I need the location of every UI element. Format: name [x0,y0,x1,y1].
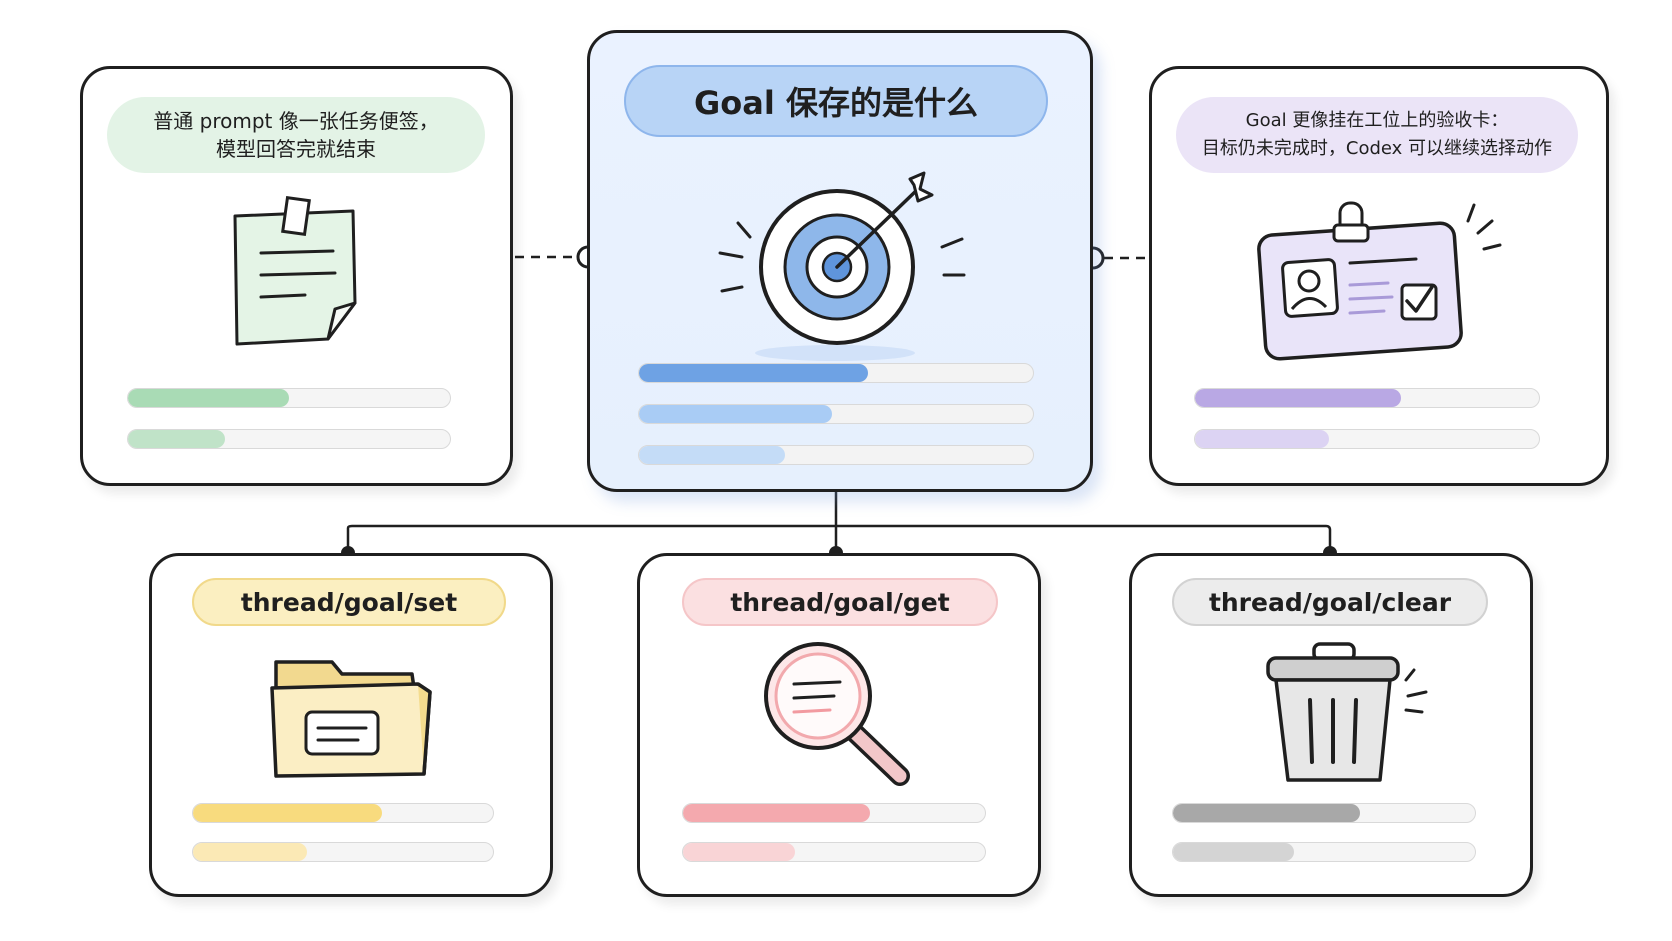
acceptance-progress-2-fill [1195,430,1330,448]
prompt-card-label-line2: 模型回答完就结束 [216,137,376,161]
goal-get-progress-2 [682,842,986,862]
goal-set-progress-1 [192,803,494,823]
acceptance-card-label-line1: Goal 更像挂在工位上的验收卡： [1245,110,1509,131]
prompt-card-label: 普通 prompt 像一张任务便签， 模型回答完就结束 [107,97,485,173]
goal-set-label: thread/goal/set [192,578,506,626]
goal-get-card: thread/goal/get [637,553,1041,897]
acceptance-card-label-line2: 目标仍未完成时，Codex 可以继续选择动作 [1201,138,1553,159]
goal-set-progress-1-fill [193,804,382,822]
id-badge-icon [1252,187,1512,367]
prompt-card: 普通 prompt 像一张任务便签， 模型回答完就结束 [80,66,513,486]
goal-card-title: Goal 保存的是什么 [624,65,1048,137]
goal-progress-3 [638,445,1034,465]
prompt-progress-1 [127,388,451,408]
goal-progress-3-fill [639,446,785,464]
goal-clear-label-text: thread/goal/clear [1208,587,1452,617]
target-icon [710,157,970,377]
goal-progress-1 [638,363,1034,383]
acceptance-progress-1 [1194,388,1540,408]
goal-set-progress-2 [192,842,494,862]
prompt-progress-2-fill [128,430,225,448]
goal-progress-1-fill [639,364,868,382]
goal-card: Goal 保存的是什么 [587,30,1093,492]
prompt-progress-1-fill [128,389,289,407]
magnifier-icon [758,636,918,786]
goal-clear-progress-2-fill [1173,843,1294,861]
prompt-card-label-line1: 普通 prompt 像一张任务便签， [153,109,439,133]
goal-progress-2-fill [639,405,833,423]
sticky-note-icon [223,191,373,351]
goal-clear-label: thread/goal/clear [1172,578,1488,626]
goal-get-progress-1 [682,803,986,823]
goal-get-progress-1-fill [683,804,871,822]
goal-clear-card: thread/goal/clear [1129,553,1533,897]
goal-card-title-text: Goal 保存的是什么 [694,84,978,122]
acceptance-card: Goal 更像挂在工位上的验收卡： 目标仍未完成时，Codex 可以继续选择动作 [1149,66,1609,486]
trash-can-icon [1262,640,1432,790]
goal-clear-progress-1 [1172,803,1476,823]
goal-get-label-text: thread/goal/get [730,587,950,617]
goal-set-label-text: thread/goal/set [240,587,458,617]
goal-set-card: thread/goal/set [149,553,553,897]
goal-progress-2 [638,404,1034,424]
goal-set-progress-2-fill [193,843,307,861]
tree-connector [346,492,1332,553]
goal-get-progress-2-fill [683,843,795,861]
goal-clear-progress-2 [1172,842,1476,862]
acceptance-progress-2 [1194,429,1540,449]
acceptance-progress-1-fill [1195,389,1402,407]
goal-clear-progress-1-fill [1173,804,1361,822]
acceptance-card-label: Goal 更像挂在工位上的验收卡： 目标仍未完成时，Codex 可以继续选择动作 [1176,97,1578,173]
prompt-progress-2 [127,429,451,449]
goal-get-label: thread/goal/get [682,578,998,626]
folder-icon [262,648,442,788]
